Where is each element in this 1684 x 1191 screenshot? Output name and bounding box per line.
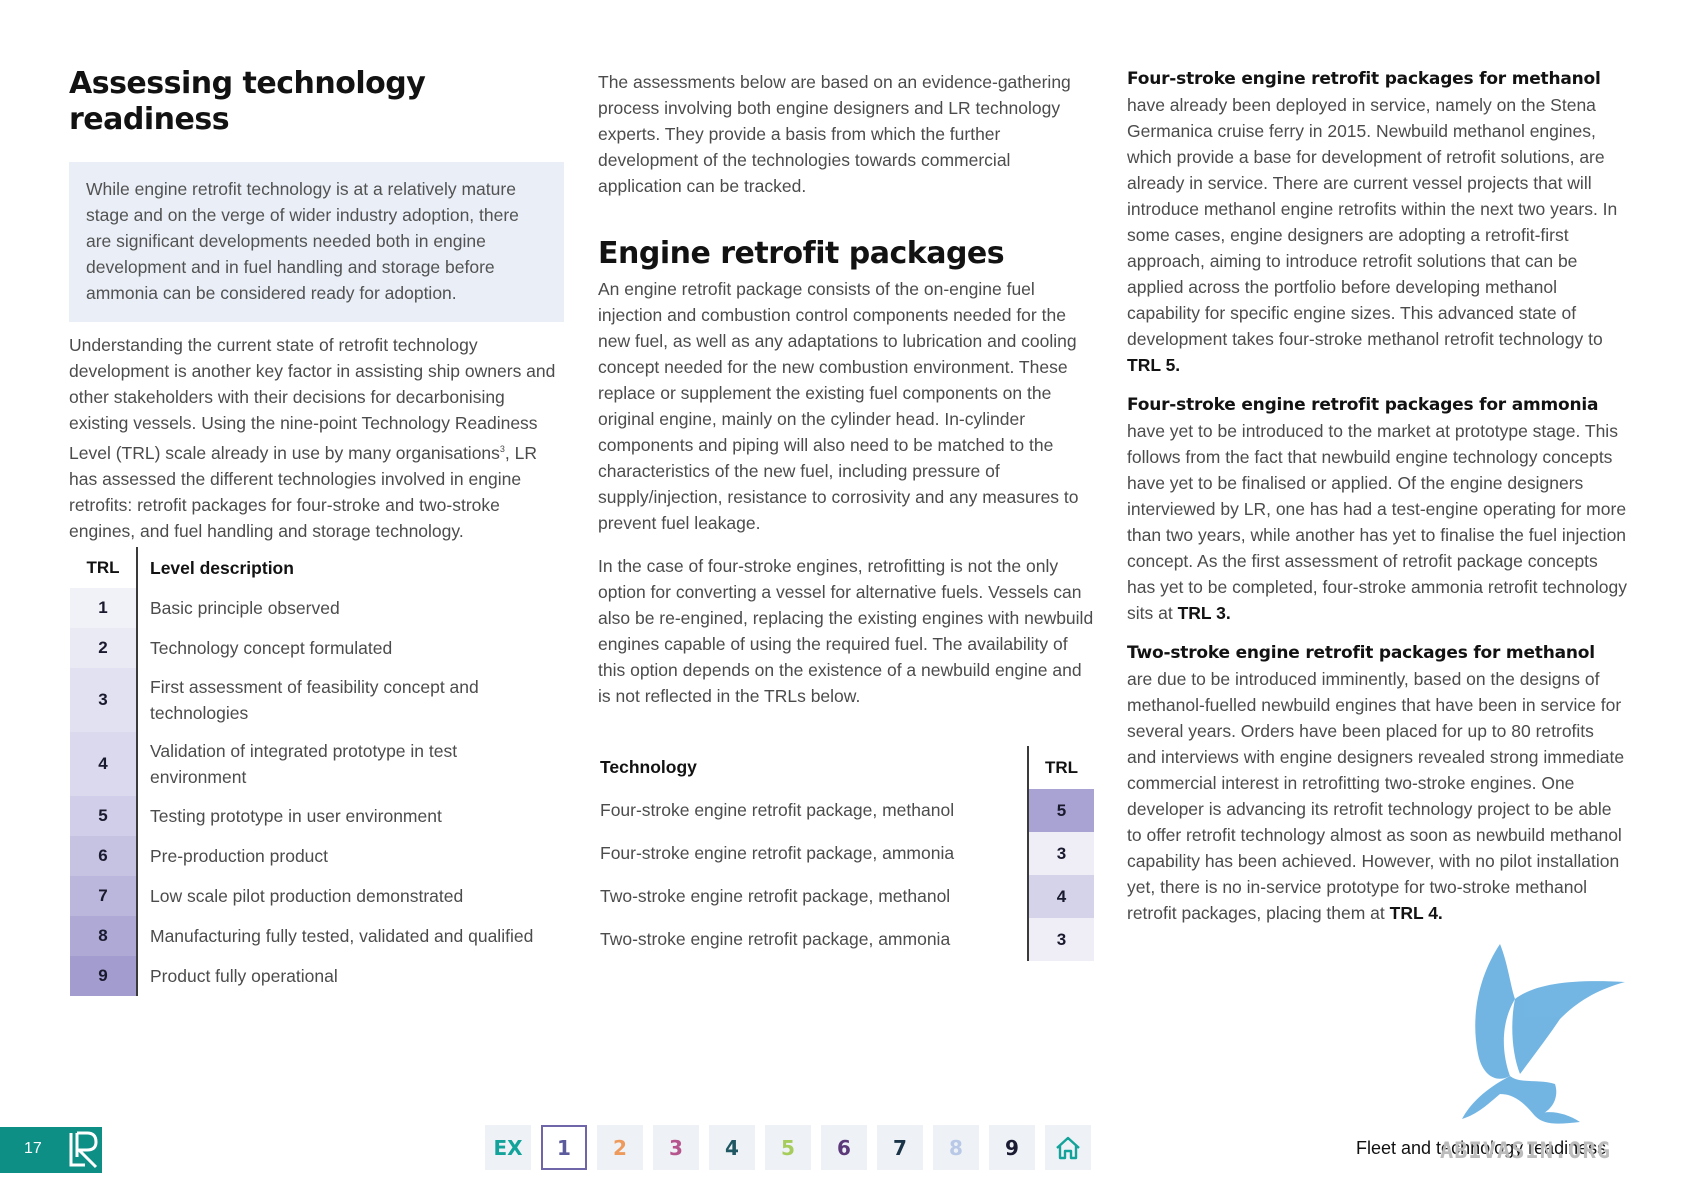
trl-rating: TRL 5. [1127,355,1181,375]
header-trl: TRL [1027,746,1094,789]
callout-box: While engine retrofit technology is at a… [69,162,564,322]
assessment-heading: Two-stroke engine retrofit packages for … [1127,643,1595,663]
nav-chapter-9-button[interactable]: 9 [989,1125,1035,1170]
trl-description: Manufacturing fully tested, validated an… [150,926,534,946]
table-header-row: TRL Level description [70,547,570,588]
nav-chapter-1-button[interactable]: 1 [541,1125,587,1170]
table-row: 1 Basic principle observed [70,588,570,628]
technology-trl-table: Technology TRL Four-stroke engine retrof… [598,746,1094,961]
footer-chapter-title: Fleet and technology readiness [1356,1138,1607,1158]
header-trl: TRL [70,547,138,588]
table-row: 4 Validation of integrated prototype in t… [70,732,570,796]
technology-trl: 5 [1027,789,1094,832]
nav-chapter-2-button[interactable]: 2 [597,1125,643,1170]
nav-chapter-ex-button[interactable]: EX [485,1125,531,1170]
assessment-heading: Four-stroke engine retrofit packages for… [1127,395,1599,415]
trl-level: 4 [70,732,138,796]
table-row: 8 Manufacturing fully tested, validated a… [70,916,570,956]
trl-level: 5 [70,796,138,836]
table-row: 6 Pre-production product [70,836,570,876]
assessment-block: Two-stroke engine retrofit packages for … [1127,640,1627,926]
trl-rating: TRL 3. [1177,603,1231,623]
nav-chapter-4-button[interactable]: 4 [709,1125,755,1170]
trl-description: Basic principle observed [150,598,340,618]
nav-chapter-6-button[interactable]: 6 [821,1125,867,1170]
callout-text: While engine retrofit technology is at a… [86,179,519,303]
trl-rating: TRL 4. [1389,903,1443,923]
assessment-block: Four-stroke engine retrofit packages for… [1127,392,1627,626]
page-title: Assessing technology readiness [69,66,426,137]
middle-column: The assessments below are based on an ev… [598,66,1098,709]
trl-level: 9 [70,956,138,996]
trl-description: Product fully operational [150,966,338,986]
site-watermark: ABIVASIN.ORG [1440,1139,1611,1164]
assessment-body: have yet to be introduced to the market … [1127,421,1627,623]
assessment-text: have yet to be introduced to the market … [1127,418,1627,626]
trl-description: Validation of integrated prototype in te… [150,741,458,787]
table-row: 3 First assessment of feasibility concept… [70,668,570,732]
intro-text-cont: , LR has assessed the different technolo… [69,442,538,541]
trl-description: Pre-production product [150,846,329,866]
trl-level: 2 [70,628,138,668]
header-level-description: Level description [150,557,294,578]
table-row: 5 Testing prototype in user environment [70,796,570,836]
lr-logo-icon[interactable] [65,1129,102,1171]
section-title: Engine retrofit packages [598,236,1005,271]
technology-name: Four-stroke engine retrofit package, met… [600,800,955,820]
technology-name: Four-stroke engine retrofit package, amm… [600,843,955,863]
trl-level: 7 [70,876,138,916]
trl-scale-table: TRL Level description 1 Basic principle o… [70,547,570,996]
assessment-text: have already been deployed in service, n… [1127,92,1627,378]
assessment-body: are due to be introduced imminently, bas… [1127,669,1625,923]
trl-level: 1 [70,588,138,628]
nav-chapter-3-button[interactable]: 3 [653,1125,699,1170]
table-row: 2 Technology concept formulated [70,628,570,668]
table-header-row: Technology TRL [598,746,1094,789]
page-number: 17 [24,1140,42,1157]
trl-level: 8 [70,916,138,956]
trl-description: Low scale pilot production demonstrated [150,886,464,906]
table-row: 9 Product fully operational [70,956,570,996]
table-row: Two-stroke engine retrofit package, ammo… [598,918,1094,961]
technology-trl: 3 [1027,832,1094,875]
trl-description: First assessment of feasibility concept … [150,677,479,723]
assessment-block: Four-stroke engine retrofit packages for… [1127,66,1627,378]
home-icon [1056,1136,1080,1159]
footnote-ref[interactable]: 3 [499,444,505,454]
assessment-heading: Four-stroke engine retrofit packages for… [1127,69,1601,89]
table-row: 7 Low scale pilot production demonstrated [70,876,570,916]
nav-chapter-7-button[interactable]: 7 [877,1125,923,1170]
intro-paragraph: Understanding the current state of retro… [69,332,564,544]
technology-name: Two-stroke engine retrofit package, meth… [600,886,951,906]
assessment-body: have already been deployed in service, n… [1127,95,1618,349]
right-column: Four-stroke engine retrofit packages for… [1127,66,1627,940]
home-button[interactable] [1045,1125,1091,1170]
technology-name: Two-stroke engine retrofit package, ammo… [600,929,951,949]
retrofit-paragraph-1: An engine retrofit package consists of t… [598,279,1079,533]
table-row: Four-stroke engine retrofit package, amm… [598,832,1094,875]
table-row: Four-stroke engine retrofit package, met… [598,789,1094,832]
technology-trl: 3 [1027,918,1094,961]
left-column: Assessing technology readiness While eng… [69,66,564,544]
intro-text: Understanding the current state of retro… [69,335,556,463]
griffin-watermark-icon [1462,944,1625,1124]
trl-level: 6 [70,836,138,876]
assessment-text: are due to be introduced imminently, bas… [1127,666,1627,926]
header-technology: Technology [600,757,697,777]
retrofit-paragraph-2: In the case of four-stroke engines, retr… [598,556,1094,706]
nav-chapter-5-button[interactable]: 5 [765,1125,811,1170]
trl-level: 3 [70,668,138,732]
assessment-intro: The assessments below are based on an ev… [598,72,1071,196]
tech-rows: Four-stroke engine retrofit package, met… [598,789,1094,961]
nav-chapter-8-button[interactable]: 8 [933,1125,979,1170]
technology-trl: 4 [1027,875,1094,918]
trl-description: Testing prototype in user environment [150,806,442,826]
trl-rows: 1 Basic principle observed 2 Technology con… [70,588,570,996]
trl-description: Technology concept formulated [150,638,393,658]
table-row: Two-stroke engine retrofit package, meth… [598,875,1094,918]
